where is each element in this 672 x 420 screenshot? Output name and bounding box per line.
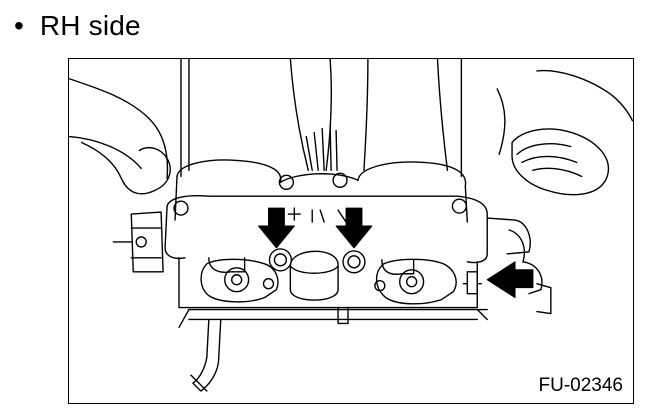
figure-reference-code: FU-02346 bbox=[538, 375, 623, 397]
callout-arrows bbox=[258, 207, 534, 299]
section-title: RH side bbox=[39, 10, 141, 41]
section-heading: • RH side bbox=[14, 6, 141, 46]
left-hose bbox=[69, 78, 171, 195]
manifold-body bbox=[112, 159, 552, 315]
fuel-rail-assembly bbox=[178, 248, 488, 392]
arrow-left-down bbox=[258, 207, 295, 249]
bullet-glyph: • bbox=[14, 10, 24, 41]
arrow-center-down bbox=[335, 207, 373, 249]
arrow-right-left bbox=[486, 261, 534, 299]
intake-manifold-illustration bbox=[69, 59, 633, 392]
right-pipe bbox=[496, 69, 633, 196]
intake-runners bbox=[180, 59, 463, 178]
illustration-frame: FU-02346 bbox=[68, 58, 634, 404]
